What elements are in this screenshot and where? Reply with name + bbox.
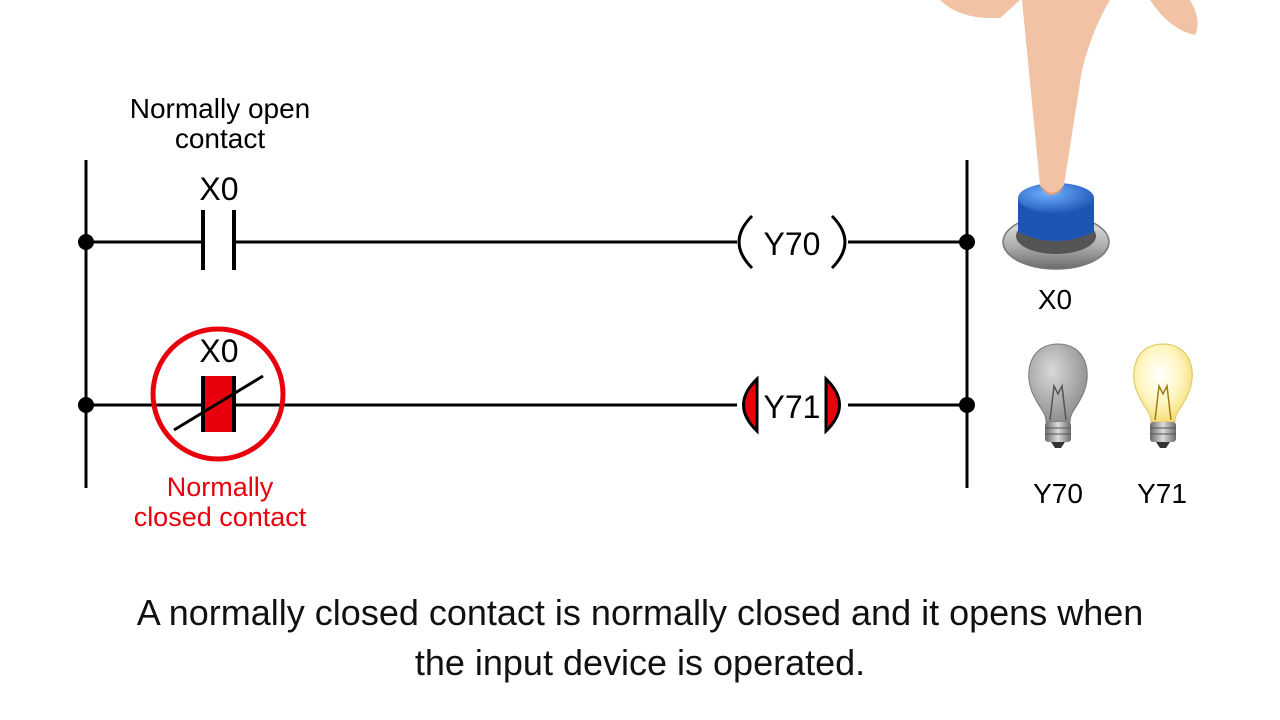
bulb-y70-off-icon [1028, 343, 1088, 448]
rung-2-contact-title-line2: closed contact [134, 502, 307, 532]
bulb-y71-on-icon [1133, 343, 1193, 448]
caption-line-2: the input device is operated. [414, 642, 866, 683]
bulb-y71-label: Y71 [1137, 478, 1187, 509]
push-button-x0[interactable] [1002, 183, 1110, 270]
normally-closed-contact-x0 [173, 374, 264, 432]
rung-2: X0 Normally closed contact Y71 [78, 326, 975, 532]
highlight-circle [150, 326, 286, 462]
pressing-finger-icon [940, 0, 1198, 195]
coil-y71-label: Y71 [764, 389, 821, 425]
caption-line-1: A normally closed contact is normally cl… [136, 592, 1144, 633]
rung-2-contact-title-line1: Normally [167, 472, 274, 502]
rung-2-contact-label: X0 [199, 333, 238, 369]
caption: A normally closed contact is normally cl… [60, 588, 1220, 688]
coil-y71-energized: Y71 [742, 375, 841, 435]
rung-1: Normally open contact X0 Y70 [78, 93, 975, 270]
rung-1-contact-title-line1: Normally open [130, 93, 311, 124]
normally-open-contact-x0 [201, 210, 236, 270]
rung-1-contact-title-line2: contact [175, 123, 265, 154]
rung-1-contact-label: X0 [199, 171, 238, 207]
coil-y70: Y70 [737, 214, 847, 270]
coil-y70-label: Y70 [764, 226, 821, 262]
push-button-label: X0 [1038, 284, 1072, 315]
bulb-y70-label: Y70 [1033, 478, 1083, 509]
